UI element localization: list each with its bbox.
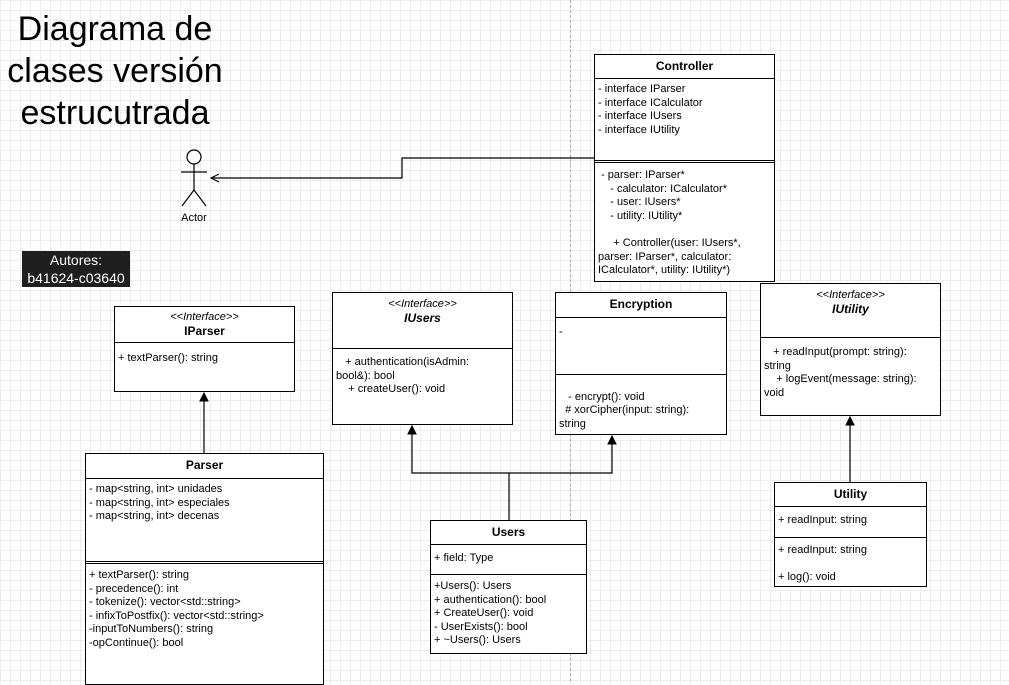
iusers-members: + authentication(isAdmin:bool&): bool + … (333, 349, 512, 424)
users-attributes: + field: Type (431, 545, 586, 574)
member-line: - interface IUsers (598, 110, 682, 123)
member-line: + readInput: string (778, 514, 867, 526)
diagram-title: Diagrama de clases versión estrucutrada (7, 10, 223, 132)
iparser-interface[interactable]: <<Interface>> IParser + textParser(): st… (114, 306, 295, 392)
actor-label: Actor (181, 212, 207, 224)
iusers-name: IUsers (404, 311, 441, 325)
member-line: + createUser(): void (336, 383, 446, 396)
member-line: + authentication(isAdmin: (336, 356, 469, 368)
encryption-methods: - encrypt(): void # xorCipher(input: str… (556, 374, 726, 434)
encryption-class-name: Encryption (609, 297, 673, 311)
utility-attributes: + readInput: string (775, 507, 926, 537)
member-line: + authentication(): bool (434, 593, 547, 606)
member-line: - interface IUtility (598, 123, 680, 136)
member-line: - user: IUsers* (598, 196, 681, 209)
member-line (598, 223, 771, 237)
iutility-stereotype: <<Interface>> (816, 289, 885, 301)
authors-ids: b41624-c03640 (27, 270, 125, 286)
member-line: + textParser(): string (89, 569, 189, 581)
users-implements-iusers (412, 426, 510, 520)
encryption-attributes: - (556, 318, 726, 374)
member-line: - parser: IParser* (598, 169, 685, 181)
member-line: bool&): bool (336, 369, 395, 382)
member-line: - encrypt(): void (559, 390, 645, 403)
member-line: + field: Type (434, 552, 494, 564)
iparser-stereotype: <<Interface>> (170, 311, 239, 323)
parser-methods: + textParser(): string- precedence(): in… (86, 561, 323, 681)
users-class-name: Users (491, 525, 526, 539)
member-line: + log(): void (778, 571, 836, 584)
member-line: + CreateUser(): void (434, 607, 534, 620)
member-line: + ~Users(): Users (434, 634, 521, 647)
authors-label: Autores: (49, 252, 103, 268)
iparser-members: + textParser(): string (115, 343, 294, 391)
member-line: -inputToNumbers(): string (89, 623, 214, 636)
iusers-stereotype: <<Interface>> (388, 298, 457, 310)
member-line: - map<string, int> especiales (89, 496, 230, 509)
parser-class[interactable]: Parser - map<string, int> unidades- map<… (85, 453, 324, 685)
member-line: - map<string, int> decenas (89, 510, 220, 523)
utility-class[interactable]: Utility + readInput: string + readInput:… (774, 482, 927, 587)
users-uses-encryption (509, 436, 612, 474)
member-line: - map<string, int> unidades (89, 483, 223, 495)
member-line: string (559, 417, 586, 430)
actor-icon (181, 149, 207, 207)
authors-block: Autores: b41624-c03640 (22, 251, 130, 287)
iparser-name: IParser (184, 324, 225, 338)
encryption-class[interactable]: Encryption - - encrypt(): void # xorCiph… (555, 292, 727, 435)
iutility-interface[interactable]: <<Interface>> IUtility + readInput(promp… (760, 283, 941, 416)
member-line (778, 558, 923, 572)
member-line (559, 377, 723, 391)
utility-class-name: Utility (833, 487, 868, 501)
controller-actor-association (211, 157, 594, 178)
member-line: void (764, 386, 785, 399)
member-line: parser: IParser*, calculator: (598, 250, 732, 263)
member-line: - precedence(): int (89, 582, 179, 595)
controller-attributes: - interface IParser- interface ICalculat… (595, 79, 774, 160)
member-line: + textParser(): string (118, 352, 218, 364)
controller-class[interactable]: Controller - interface IParser- interfac… (594, 54, 775, 282)
member-line: - infixToPostfix(): vector<std::string> (89, 609, 264, 622)
users-class[interactable]: Users + field: Type +Users(): Users+ aut… (430, 520, 587, 654)
controller-members: - parser: IParser* - calculator: ICalcul… (595, 160, 774, 283)
parser-class-name: Parser (185, 458, 224, 472)
member-line: - interface ICalculator (598, 96, 703, 109)
member-line: + logEvent(message: string): (764, 373, 917, 386)
member-line: + Controller(user: IUsers*, (598, 236, 741, 249)
member-line: -opContinue(): bool (89, 636, 184, 649)
member-line: - calculator: ICalculator* (598, 182, 727, 195)
utility-methods: + readInput: string + log(): void (775, 537, 926, 586)
member-line: + readInput(prompt: string): (764, 346, 907, 358)
member-line: - (559, 326, 563, 338)
member-line: - UserExists(): bool (434, 620, 528, 633)
member-line: +Users(): Users (434, 580, 512, 592)
parser-attributes: - map<string, int> unidades- map<string,… (86, 479, 323, 561)
member-line: - utility: IUtility* (598, 209, 683, 222)
member-line: + readInput: string (778, 544, 867, 556)
iutility-members: + readInput(prompt: string):string + log… (761, 338, 940, 415)
member-line: - interface IParser (598, 83, 686, 95)
member-line: ICalculator*, utility: IUtility*) (598, 264, 731, 277)
iutility-name: IUtility (832, 302, 869, 316)
member-line: - tokenize(): vector<std::string> (89, 596, 241, 609)
member-line: string (764, 359, 791, 372)
controller-class-name: Controller (655, 59, 714, 73)
users-methods: +Users(): Users+ authentication(): bool+… (431, 574, 586, 653)
member-line: # xorCipher(input: string): (559, 404, 690, 417)
iusers-interface[interactable]: <<Interface>> IUsers + authentication(is… (332, 292, 513, 425)
